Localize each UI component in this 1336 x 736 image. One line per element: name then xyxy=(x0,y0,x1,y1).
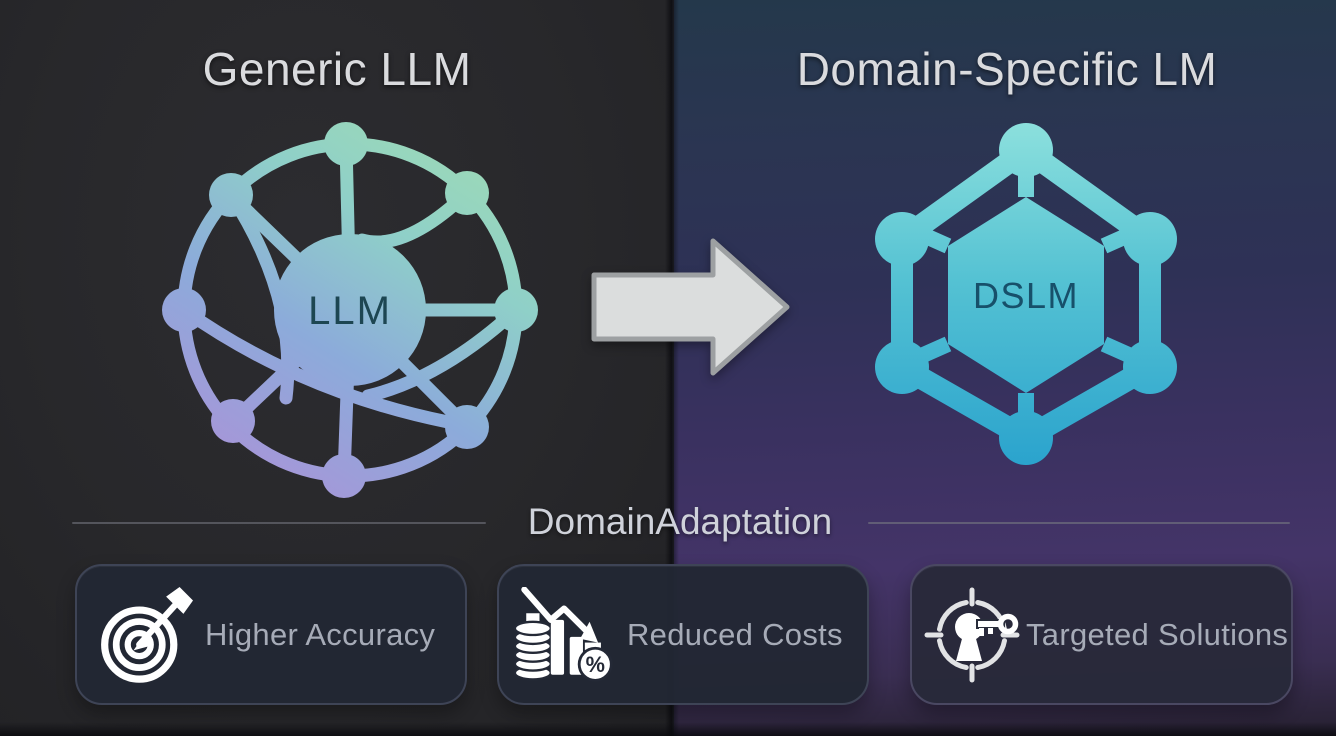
panel-divider xyxy=(665,0,679,736)
divider-line-left xyxy=(72,522,486,524)
benefit-card-higher-accuracy: Higher Accuracy xyxy=(75,564,467,705)
domain-specific-title: Domain-Specific LM xyxy=(796,43,1218,95)
benefit-card-targeted-solutions: Targeted Solutions xyxy=(910,564,1293,705)
dslm-hexagon-icon: DSLM xyxy=(875,123,1177,465)
benefit-label: Reduced Costs xyxy=(627,616,843,652)
percent-badge: % xyxy=(586,651,605,676)
declining-cost-icon: % xyxy=(513,586,613,682)
bottom-shadow-strip xyxy=(0,722,1336,736)
transformation-arrow-icon xyxy=(591,238,790,376)
dslm-core-label: DSLM xyxy=(973,275,1079,316)
benefit-card-reduced-costs: % Reduced Costs xyxy=(497,564,869,705)
benefit-label: Higher Accuracy xyxy=(205,616,436,652)
crosshair-key-icon xyxy=(924,587,1020,682)
llm-network-icon: LLM xyxy=(162,122,538,498)
generic-llm-title: Generic LLM xyxy=(202,43,472,95)
benefit-label: Targeted Solutions xyxy=(1026,616,1289,652)
llm-core-label: LLM xyxy=(308,289,392,333)
divider-line-right xyxy=(868,522,1290,524)
domain-adaptation-label: DomainAdaptation xyxy=(527,501,833,542)
target-arrow-icon xyxy=(101,586,193,683)
